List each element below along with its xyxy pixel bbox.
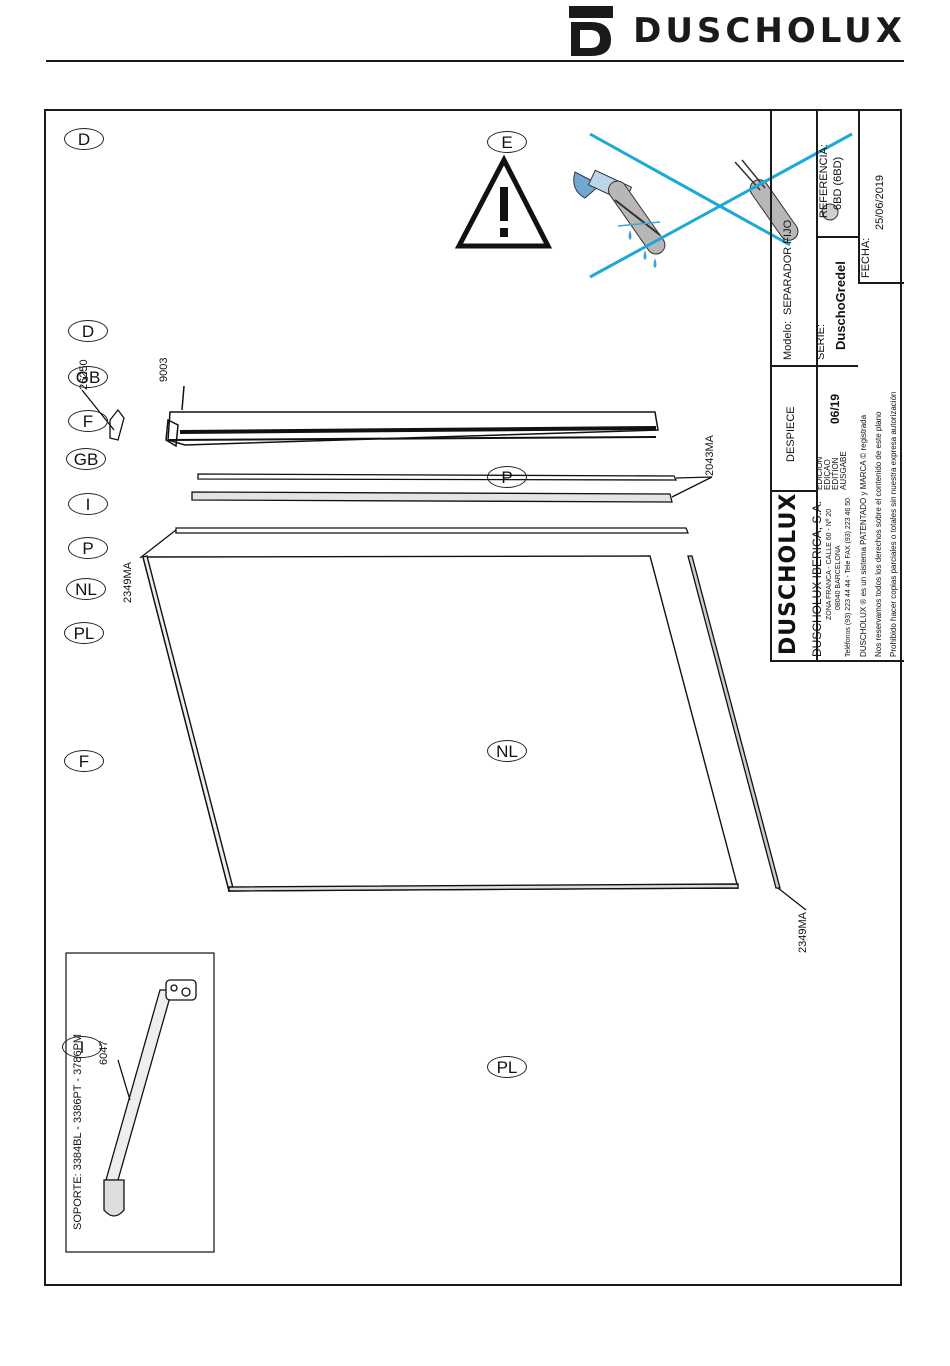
section-label-p: P <box>487 466 527 488</box>
top-profile <box>165 385 659 448</box>
part-2043ma: 2043MA <box>704 435 716 476</box>
glass-panel <box>142 555 739 893</box>
support-bar <box>103 979 197 1217</box>
header-brand: DUSCHOLUX <box>567 4 906 58</box>
referencia-label: REFERENCIA: <box>818 144 830 218</box>
part-2349ma-right: 2349MA <box>797 912 809 953</box>
lang-badge-p: P <box>68 537 108 559</box>
lang-badge-gb-2: GB <box>66 448 106 470</box>
modelo-label: Modelo: <box>782 320 794 360</box>
company-logo: DUSCHOLUX <box>776 492 801 655</box>
edicion-value: 06/19 <box>828 393 842 424</box>
part-6047: 6047 <box>98 1040 110 1065</box>
part-2349ma-left: 2349MA <box>122 562 134 603</box>
drawing-frame <box>44 109 902 1286</box>
support-box <box>65 952 215 1253</box>
brand-wordmark: DUSCHOLUX <box>633 11 906 51</box>
despiece-label: DESPIECE <box>785 406 797 462</box>
warning-label: E <box>487 131 527 153</box>
lang-badge-gb: GB <box>68 366 108 388</box>
lang-badge-d: D <box>68 320 108 342</box>
legal-line-1: DUSCHOLUX ® es un sistema PATENTADO y MA… <box>859 414 868 657</box>
part-9003: 9003 <box>158 357 170 382</box>
edicion-label-4: AUSGABE <box>839 451 848 490</box>
warning-triangle-icon <box>454 154 553 249</box>
company-phone: Teléfonos (93) 223 44 44 - Tele FAX (93)… <box>845 497 852 657</box>
serie-value: DuschoGredel <box>833 261 848 350</box>
section-label-i: I <box>62 1036 102 1058</box>
fecha-value: 25/06/2019 <box>874 174 886 230</box>
lang-badge-i: I <box>68 493 108 515</box>
right-seal <box>687 555 807 911</box>
lang-badge-d-top: D <box>64 128 104 150</box>
part-26250: 26250 <box>78 359 90 390</box>
section-label-pl: PL <box>487 1056 527 1078</box>
d-logo-icon <box>569 6 614 56</box>
legal-line-3: Prohibido hacer copias parciales o total… <box>889 391 898 657</box>
section-label-nl: NL <box>487 740 527 762</box>
lang-badge-pl: PL <box>64 622 104 644</box>
support-caption: SOPORTE: 3384BL - 3386PT - 3786PM <box>72 1033 84 1230</box>
serie-label: SERIE: <box>815 323 827 360</box>
header-rule <box>46 60 904 62</box>
company-name: DUSCHOLUX IBERICA, S.A. <box>810 500 824 657</box>
fecha-label: FECHA: <box>860 237 872 278</box>
legal-line-2: Nos reservamos todos los derechos sobre … <box>874 411 883 657</box>
company-address: ZONA FRANCA - CALLE 60 - Nº 20 <box>826 508 833 620</box>
drill-pipe-illustration <box>573 132 853 279</box>
end-cap <box>81 389 125 441</box>
referencia-value: 6BD (6BD) <box>832 156 844 210</box>
seal-strips <box>139 473 713 559</box>
lang-badge-f-bottom: F <box>64 750 104 772</box>
modelo-value: SEPARADOR FIJO <box>782 219 794 315</box>
lang-badge-f: F <box>68 410 108 432</box>
lang-badge-nl: NL <box>66 578 106 600</box>
company-city: 08040 BARCELONA <box>835 545 842 610</box>
title-block <box>770 110 904 662</box>
